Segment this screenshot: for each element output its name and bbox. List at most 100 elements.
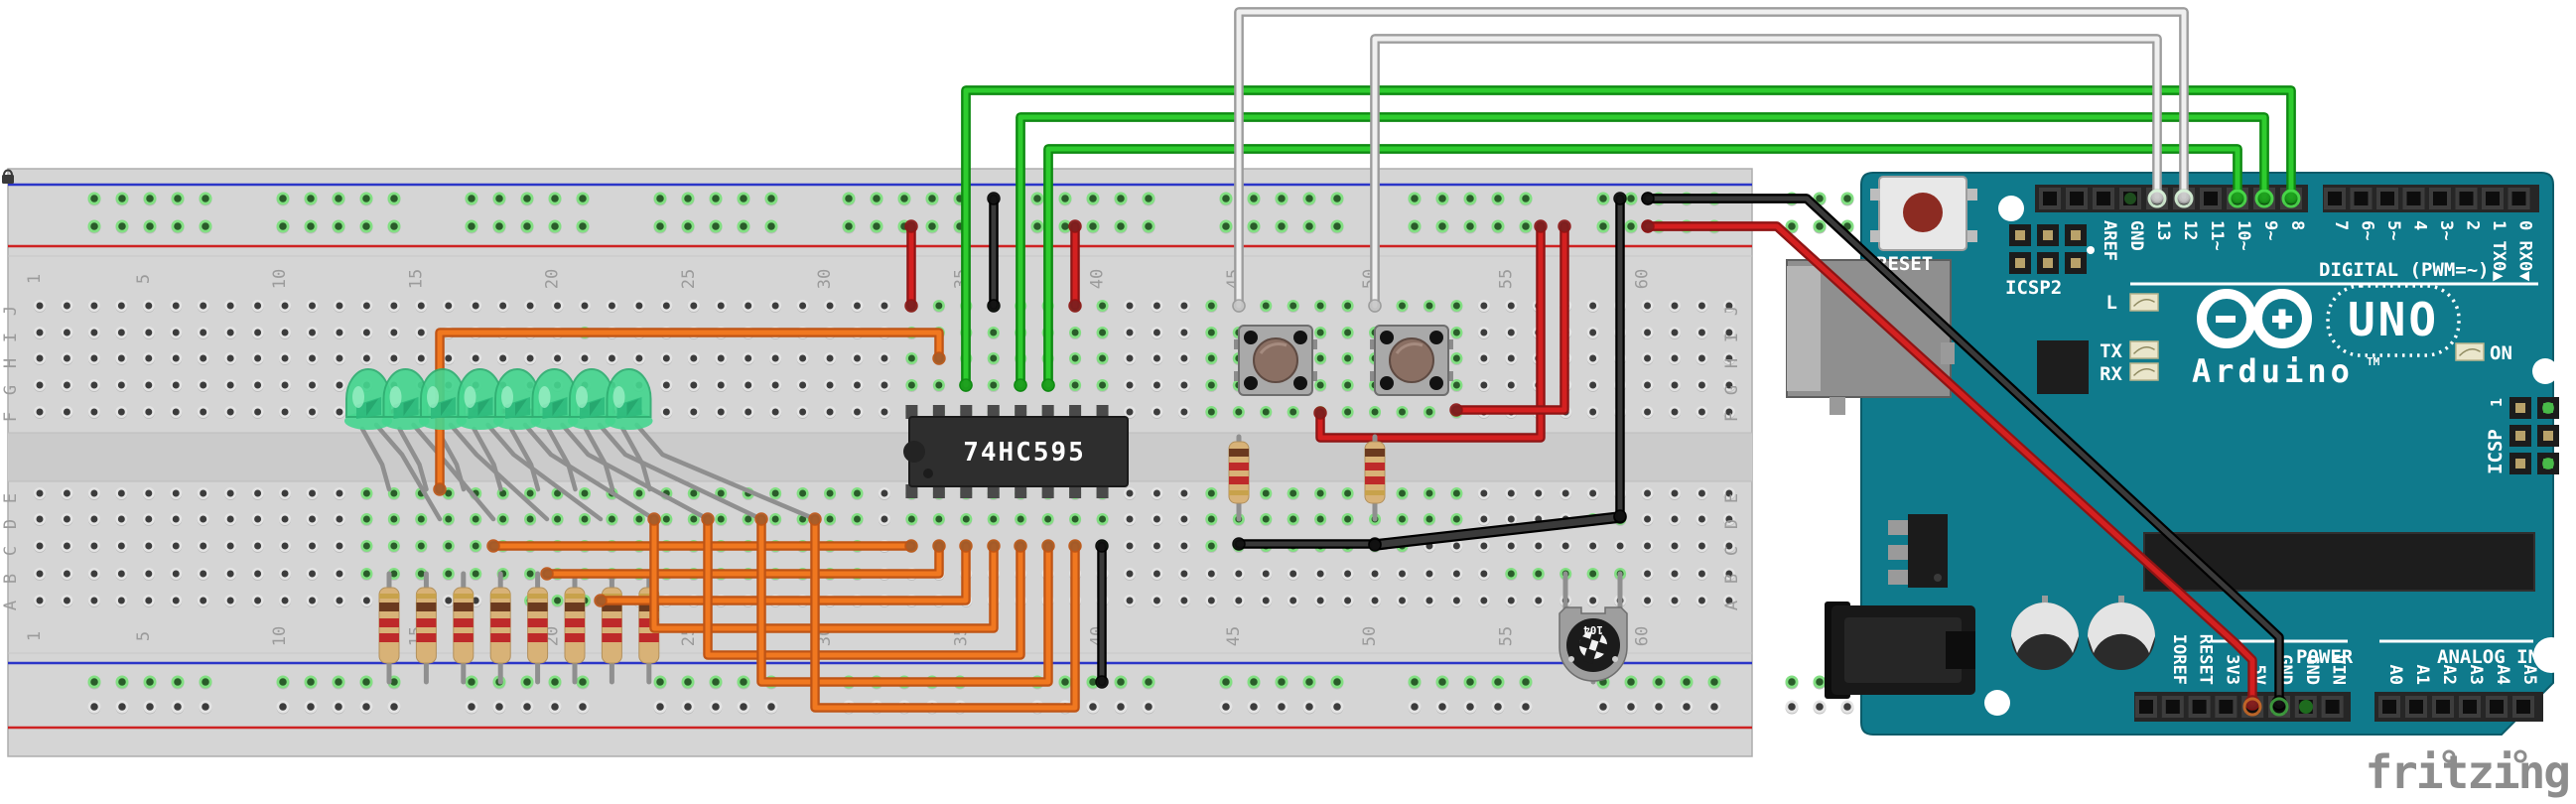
lock-icon [2,169,14,184]
uno-label: UNO [2348,293,2439,346]
power-pin-VIN: VIN [2329,654,2349,685]
col-label: 55 [1496,626,1516,646]
analog-pin-A1: A1 [2412,665,2432,685]
row-label: G [1,385,21,395]
row-label: C [1722,546,1742,556]
potentiometer: 104 [1559,571,1628,685]
pin-label-11: 11~ [2207,220,2227,251]
row-label: A [1,601,21,610]
button-resistor [1364,434,1386,522]
row-label: G [1722,385,1742,395]
col-label: 5 [134,631,154,641]
led-green [456,368,504,430]
row-label: B [1722,574,1742,584]
col-label: 30 [815,269,835,289]
col-label: 25 [679,269,699,289]
pot-value: 104 [1583,623,1603,636]
row-label: D [1,519,21,529]
watermark-text: fritzing [2365,745,2569,799]
pin-label-9: 9~ [2260,220,2280,240]
resistor [453,571,475,685]
breadboard-holes [34,192,1910,715]
resistor [527,571,549,685]
wire-white-to-pin12 [1232,7,2192,313]
led-green [419,368,467,430]
wire-green-to-pin9 [1014,112,2272,392]
resistor [415,571,437,685]
row-label: D [1722,519,1742,529]
tx-label: TX [2100,340,2122,362]
resistor [489,571,511,685]
wire-orange-qg [756,514,1053,687]
led-green [568,368,615,430]
wire-orange-qe [649,514,999,633]
ic-74hc595: 74HC595 [903,405,1129,498]
col-label: 20 [543,269,563,289]
reset-button [1870,176,1977,251]
col-label: 45 [1224,626,1244,646]
row-label: B [1,574,21,584]
analog-pin-A0: A0 [2385,665,2405,685]
l-label: L [2106,292,2117,314]
col-label: 5 [134,274,154,284]
icsp-pin1: 1 [2488,398,2506,407]
leds [344,368,653,430]
analog-label: ANALOG IN [2437,646,2539,668]
pin-label-GND: GND [2126,220,2146,251]
button-resistor [1228,434,1250,522]
led-green [381,368,430,430]
pin-label-AREF: AREF [2100,220,2119,261]
led-green [493,368,541,430]
col-label: 10 [270,626,290,646]
col-label: 60 [1633,269,1653,289]
wire-orange-qh [810,514,1080,713]
pin-label: 5~ [2383,220,2403,240]
power-pin-IOREF: IOREF [2169,634,2189,685]
wire-orange-qd [596,541,971,605]
col-label: 50 [1360,626,1380,646]
row-label: J [1722,306,1742,316]
row-label: J [1,306,21,316]
col-label: 1 [25,631,45,641]
resistors [378,571,660,685]
row-label: E [1722,493,1742,503]
pin-label: 0 RX0▼ [2515,220,2535,282]
led-green [605,368,653,430]
resistor [564,571,586,685]
wire-red-btn1 [1315,221,1546,443]
wire-orange-qf [703,514,1025,660]
wire-orange-qc [542,541,944,579]
pin-label-12: 12 [2180,220,2200,240]
brand-label: Arduino [2192,352,2354,390]
analog-pin-A5: A5 [2519,665,2539,685]
chip-label: 74HC595 [963,438,1086,468]
wire-red-btn2 [1451,221,1569,415]
row-label: C [1,546,21,556]
icsp2-label: ICSP2 [2005,277,2062,299]
pin-label: 2 [2463,220,2483,230]
led-green [344,368,392,430]
power-pin-3V3: 3V3 [2222,654,2241,685]
icsp-label: ICSP [2485,429,2507,474]
pin-label: 1 TX0▲ [2489,220,2508,282]
row-label: E [1,493,21,503]
reset-label: RESET [1876,253,1933,275]
row-label: H [1722,358,1742,368]
breadboard: 1155101015152020252530303535404045455050… [1,168,1910,757]
icsp2-header [2009,224,2087,274]
analog-pin-A3: A3 [2466,665,2486,685]
analog-pin-A4: A4 [2493,665,2512,685]
row-label: F [1,412,21,422]
pin-label-10: 10~ [2234,220,2253,251]
voltage-regulator [1888,514,1948,588]
row-label: I [1,333,21,342]
row-label: H [1,358,21,368]
rx-label: RX [2100,363,2122,385]
wire-white-to-pin13 [1368,34,2165,313]
pushbutton [1370,325,1453,396]
pushbutton [1234,325,1317,396]
